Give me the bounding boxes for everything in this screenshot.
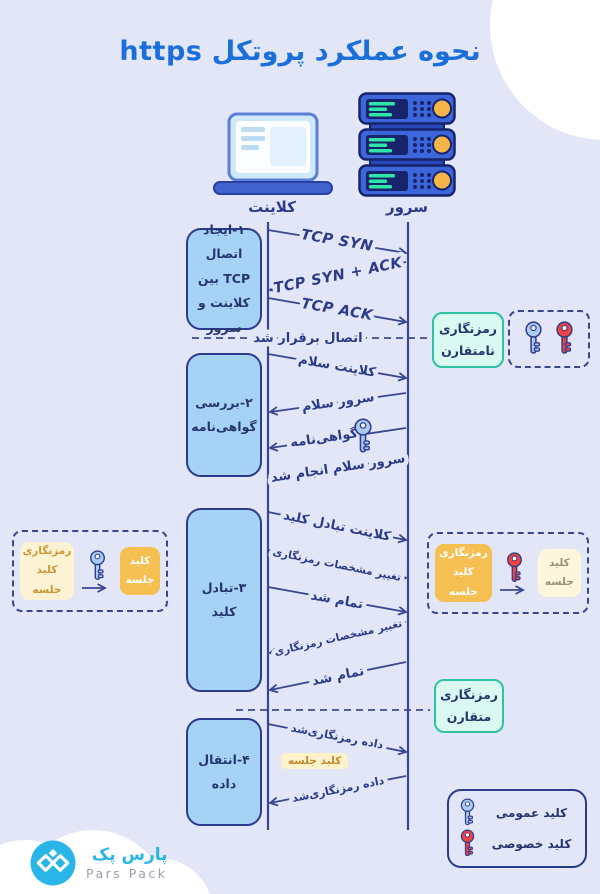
- arrow-encrypted-data-client: [267, 723, 406, 752]
- public-key-icon: [459, 798, 476, 828]
- arrow-tcp-ack: [267, 297, 406, 322]
- arrow-tcp-syn-ack: [270, 261, 407, 290]
- server-stack-icon: [358, 92, 456, 197]
- message-label: سرور سلام: [301, 390, 376, 415]
- message-label: TCP ACK: [300, 296, 375, 324]
- session-key-badge: کلید جلسه: [281, 753, 349, 769]
- session-key-chip: کلید جلسه: [537, 549, 581, 597]
- arrow-change-cipher-spec-server: [270, 621, 407, 653]
- message-label: تغییر مشخصات رمزنگاری: [273, 617, 403, 659]
- message-label: سرور سلام انجام شد: [270, 451, 406, 486]
- message-label: گواهی‌نامه: [289, 425, 359, 451]
- legend-private-key-label: کلید خصوصی: [491, 837, 572, 852]
- arrow-tcp-syn: [267, 229, 406, 253]
- parspack-logo: پارس پک Pars Pack: [30, 840, 168, 886]
- legend-public-key-row: کلید عمومی: [459, 798, 575, 828]
- step-box-4: ۴-انتقال داده: [186, 718, 262, 826]
- session-encryption-chip: رمزنگاری کلید جلسه: [435, 544, 492, 602]
- arrow-server-hello: [270, 392, 407, 412]
- symmetric-encryption-note: رمزنگاری متقارن: [434, 679, 504, 733]
- session-key-box-left: رمزنگاری کلید جلسه کلید جلسه: [12, 530, 168, 612]
- step-box-3: ۳-تبادل کلید: [186, 508, 262, 692]
- message-label: TCP SYN + ACK: [272, 255, 404, 297]
- message-label: کلاینت تبادل کلید: [282, 508, 392, 545]
- step-box-2: ۲-بررسی گواهی‌نامه: [186, 353, 262, 477]
- legend-public-key-label: کلید عمومی: [495, 805, 568, 820]
- status-label: اتصال برقرار شد: [253, 331, 362, 346]
- message-label: داده رمزنگاری‌شد: [290, 721, 385, 751]
- logo-name-en: Pars Pack: [86, 866, 168, 881]
- arrow-encrypted-data-server: [270, 775, 407, 803]
- message-label: کلاینت سلام: [297, 352, 377, 380]
- message-label: تمام شد: [310, 588, 365, 612]
- client-label: کلاینت: [248, 198, 296, 216]
- public-key-icon: [88, 550, 107, 583]
- right-arrow-icon: [499, 585, 531, 595]
- server-unit: [358, 164, 456, 197]
- arrow-client-hello: [267, 353, 406, 378]
- private-key-icon: [459, 829, 476, 859]
- session-key-box-right: رمزنگاری کلید جلسه کلید جلسه: [427, 532, 589, 614]
- server-label: سرور: [385, 198, 429, 216]
- session-encryption-chip: رمزنگاری کلید جلسه: [20, 542, 74, 600]
- arrow-certificate: [270, 427, 407, 448]
- legend-private-key-row: کلید خصوصی: [459, 829, 575, 859]
- arrow-client-key-exchange: [267, 511, 406, 540]
- private-key-icon: [505, 552, 524, 585]
- step-box-1: ۱-ایجاد اتصال TCP بین کلاینت و سرور: [186, 222, 262, 335]
- server-unit: [358, 92, 456, 125]
- asymmetric-encryption-note: رمزنگاری نامتقارن: [432, 312, 504, 368]
- key-arrow-group: [81, 550, 113, 593]
- key-pair-box: [508, 310, 590, 368]
- client-laptop-icon: [213, 112, 333, 195]
- message-label: تمام شد: [311, 664, 366, 689]
- public-key-icon: [523, 321, 544, 357]
- session-key-chip: کلید جلسه: [120, 547, 160, 595]
- message-label: تغییر مشخصات رمزنگاری: [272, 545, 403, 584]
- page-title: نحوه عملکرد پروتکل https: [119, 36, 481, 67]
- key-legend: کلید عمومی کلید خصوصی: [447, 789, 587, 868]
- right-arrow-icon: [82, 583, 113, 593]
- message-label: TCP SYN: [300, 227, 374, 255]
- private-key-icon: [554, 321, 575, 357]
- arrow-finished-client: [267, 586, 406, 612]
- arrow-finished-server: [270, 661, 407, 690]
- key-arrow-group: [499, 552, 531, 595]
- message-label: داده رمزنگاری‌شد: [291, 774, 386, 805]
- parspack-logo-icon: [30, 840, 76, 886]
- server-unit: [358, 128, 456, 161]
- logo-name-fa: پارس پک: [91, 845, 168, 865]
- arrow-server-hello-done: [270, 457, 407, 478]
- arrow-change-cipher-spec-client: [267, 549, 406, 578]
